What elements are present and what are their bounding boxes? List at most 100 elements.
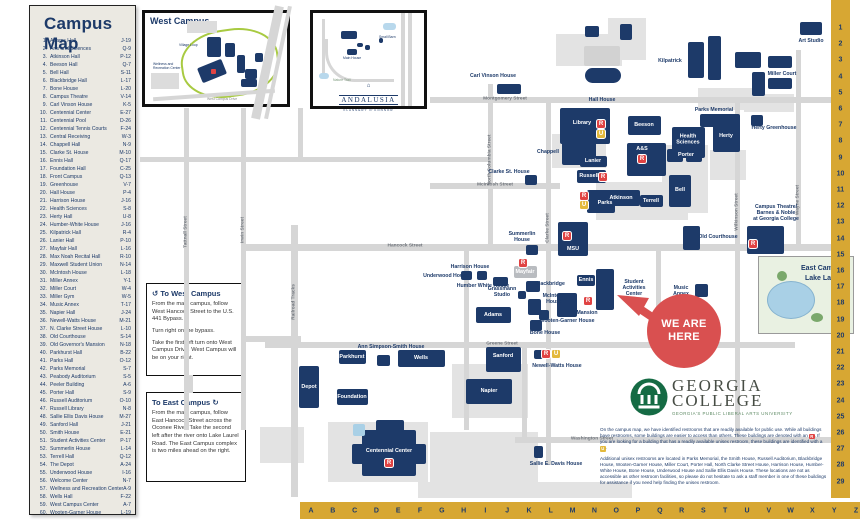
grid-number: 1 <box>838 24 843 32</box>
trees <box>811 313 823 322</box>
list-item-grid-ref: C-25 <box>119 166 131 172</box>
list-item-name: Health Sciences <box>50 206 87 212</box>
building-label: Grassmann Studio <box>487 285 517 298</box>
list-item-grid-ref: P-17 <box>120 438 131 444</box>
list-item-grid-ref: A-6 <box>123 382 131 388</box>
list-item-grid-ref: L-19 <box>120 510 131 516</box>
building-label: Hall House <box>588 96 616 103</box>
list-item-grid-ref: O-10 <box>119 398 131 404</box>
grid-letter: O <box>613 507 619 514</box>
building <box>534 350 543 359</box>
building <box>376 420 404 432</box>
grid-number: 11 <box>836 186 845 194</box>
list-item-grid-ref: A-24 <box>120 462 131 468</box>
building-label: Carl Vinson House <box>469 72 517 79</box>
list-item-number: 7. <box>42 86 47 92</box>
restroom-marker-U: U <box>552 350 560 358</box>
building-label: A&S <box>636 145 648 152</box>
building <box>299 366 319 408</box>
east-campus-label-2: Lake Laurel <box>805 275 844 282</box>
grid-number: 2 <box>838 40 843 48</box>
building-label: Health Sciences <box>676 133 700 146</box>
list-item-name: Peabody Auditorium <box>50 374 96 380</box>
list-item-grid-ref: F-22 <box>120 494 131 500</box>
building <box>528 299 541 315</box>
grid-number: 5 <box>838 89 843 97</box>
list-item-name: Parks Hall <box>50 358 74 364</box>
list-item-number: 59. <box>39 502 47 508</box>
building <box>476 307 511 323</box>
list-item-number: 13. <box>39 134 47 140</box>
grid-number: 26 <box>836 429 845 437</box>
building-label: Lanier <box>584 157 602 164</box>
grid-number: 16 <box>836 267 845 275</box>
list-item-number: 57. <box>39 486 47 492</box>
grid-letter: F <box>417 507 423 514</box>
list-item-grid-ref: I-16 <box>122 470 131 476</box>
restroom-marker-R: R <box>597 120 605 128</box>
list-item-name: Kilpatrick Hall <box>50 230 81 236</box>
restroom-marker-R: R <box>580 192 588 200</box>
grid-letter: E <box>395 507 401 514</box>
list-item-number: 3. <box>42 54 47 60</box>
list-item-name: Russell Library <box>50 406 84 412</box>
loop-arrow-icon: ↺ <box>152 289 159 298</box>
list-item-name: Wooten-Garner House <box>50 510 102 516</box>
grid-number: 21 <box>836 348 845 356</box>
street <box>241 108 246 430</box>
list-item-grid-ref: A-9 <box>123 486 131 492</box>
building-label: Porter <box>678 151 694 158</box>
street <box>488 84 493 247</box>
building <box>713 114 740 152</box>
grid-number: 3 <box>838 56 843 64</box>
grid-letter: M <box>569 507 576 514</box>
list-item-number: 14. <box>39 142 47 148</box>
building-label: Adams <box>484 311 502 318</box>
list-item-number: 49. <box>39 422 47 428</box>
list-item-grid-ref: J-16 <box>121 222 131 228</box>
street <box>188 375 193 393</box>
directions-to-east-campus: To East Campus ↻ From the main campus, f… <box>146 392 246 482</box>
lake-laurel <box>767 281 815 319</box>
building <box>514 266 537 278</box>
building-label: Miller Court <box>767 70 797 77</box>
building <box>768 56 792 68</box>
street-label: Hancock Street <box>387 243 423 249</box>
building <box>353 424 365 436</box>
building <box>628 116 661 135</box>
street-label: Montgomery Street <box>483 96 527 102</box>
list-item-number: 45. <box>39 390 47 396</box>
building <box>466 379 512 404</box>
building <box>339 350 366 364</box>
list-item-name: Humber-White House <box>50 222 99 228</box>
list-item-number: 24. <box>39 222 47 228</box>
street <box>265 342 795 348</box>
grid-number: 17 <box>836 283 845 291</box>
building-label: Newell-Watts House <box>532 362 582 369</box>
list-item-number: 60. <box>39 510 47 516</box>
list-item-name: Wellness and Recreation Center <box>50 486 124 492</box>
list-item-name: Underwood House <box>50 470 93 476</box>
building-label: Herty Greenhouse <box>751 124 797 131</box>
list-item-name: Centennial Pool <box>50 118 86 124</box>
building <box>768 78 792 89</box>
list-item-number: 5. <box>42 70 47 76</box>
list-item-grid-ref: U-8 <box>122 214 131 220</box>
list-item-grid-ref: L-14 <box>120 446 131 452</box>
list-item-number: 11. <box>40 118 47 124</box>
list-item-name: Beeson Hall <box>50 62 78 68</box>
list-item-grid-ref: O-12 <box>119 358 131 364</box>
building-label: Clarke St. House <box>488 168 530 175</box>
parking-lot <box>418 482 632 498</box>
list-item-name: Centennial Center <box>50 110 92 116</box>
